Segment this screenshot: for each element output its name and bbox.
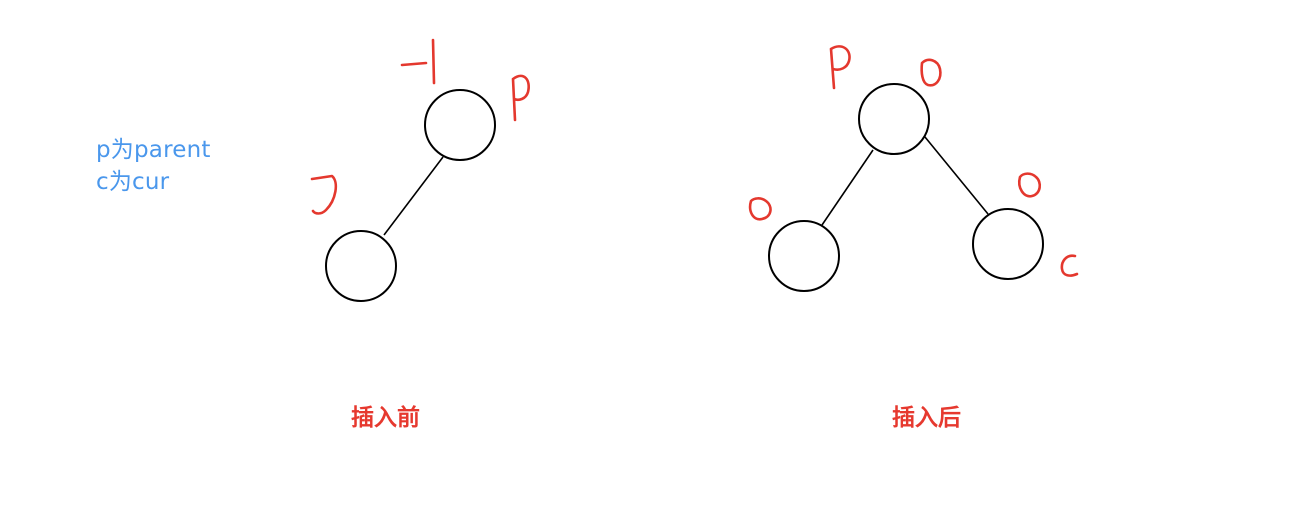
handwritten-label-c <box>1060 254 1079 277</box>
tree-after-insert <box>748 45 1079 292</box>
handwritten-label-p <box>829 45 851 90</box>
handwritten-label-p <box>511 74 530 122</box>
tree-node-cur <box>972 208 1044 280</box>
tree-node-parent <box>858 83 930 155</box>
handwritten-balance-zero-right <box>1018 172 1042 198</box>
tree-node-parent <box>424 89 496 161</box>
handwritten-balance-zero-root <box>920 58 942 87</box>
tree-node-left-child <box>325 230 397 302</box>
caption-before-insert: 插入前 <box>351 405 420 431</box>
tree-node-left-child <box>768 220 840 292</box>
tree-before-insert <box>310 38 530 302</box>
legend-cur-label: c为cur <box>96 169 170 195</box>
handwritten-balance-minus-one <box>400 38 436 85</box>
handwritten-balance-zero-left <box>748 197 772 221</box>
legend: p为parent c为cur <box>96 134 211 198</box>
edge-root-to-right-child <box>924 136 989 215</box>
legend-parent-label: p为parent <box>96 137 211 163</box>
handwritten-balance-zero <box>310 174 338 215</box>
edge-root-to-left-child <box>821 149 874 226</box>
edge-parent-to-left-child <box>383 156 444 236</box>
caption-after-insert: 插入后 <box>892 405 961 431</box>
